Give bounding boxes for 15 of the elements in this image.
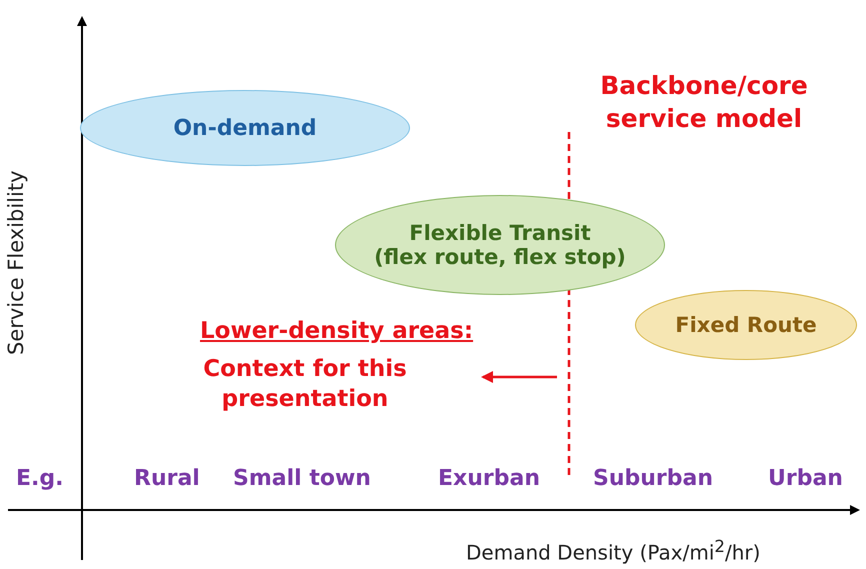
tick-label: E.g. <box>16 466 64 491</box>
axis-title: Demand Density (Pax/mi$^{2}$/hr) <box>466 537 760 565</box>
tick-label: Urban <box>768 466 843 491</box>
tick-label: Exurban <box>438 466 540 491</box>
annotation-text: Context for this presentation <box>202 355 408 414</box>
tick-label: Suburban <box>593 466 714 491</box>
node-label: Flexible Transit <box>409 221 591 245</box>
node-label: Fixed Route <box>675 313 817 337</box>
node-label: (flex route, flex stop) <box>374 245 626 269</box>
tick-label: Small town <box>233 466 371 491</box>
annotation-text: Backbone/core service model <box>599 70 809 134</box>
node-label: On-demand <box>173 116 317 140</box>
annotation-text: Lower-density areas: <box>200 318 474 344</box>
axis-title: Service Flexibility <box>4 170 28 355</box>
tick-label: Rural <box>134 466 200 491</box>
